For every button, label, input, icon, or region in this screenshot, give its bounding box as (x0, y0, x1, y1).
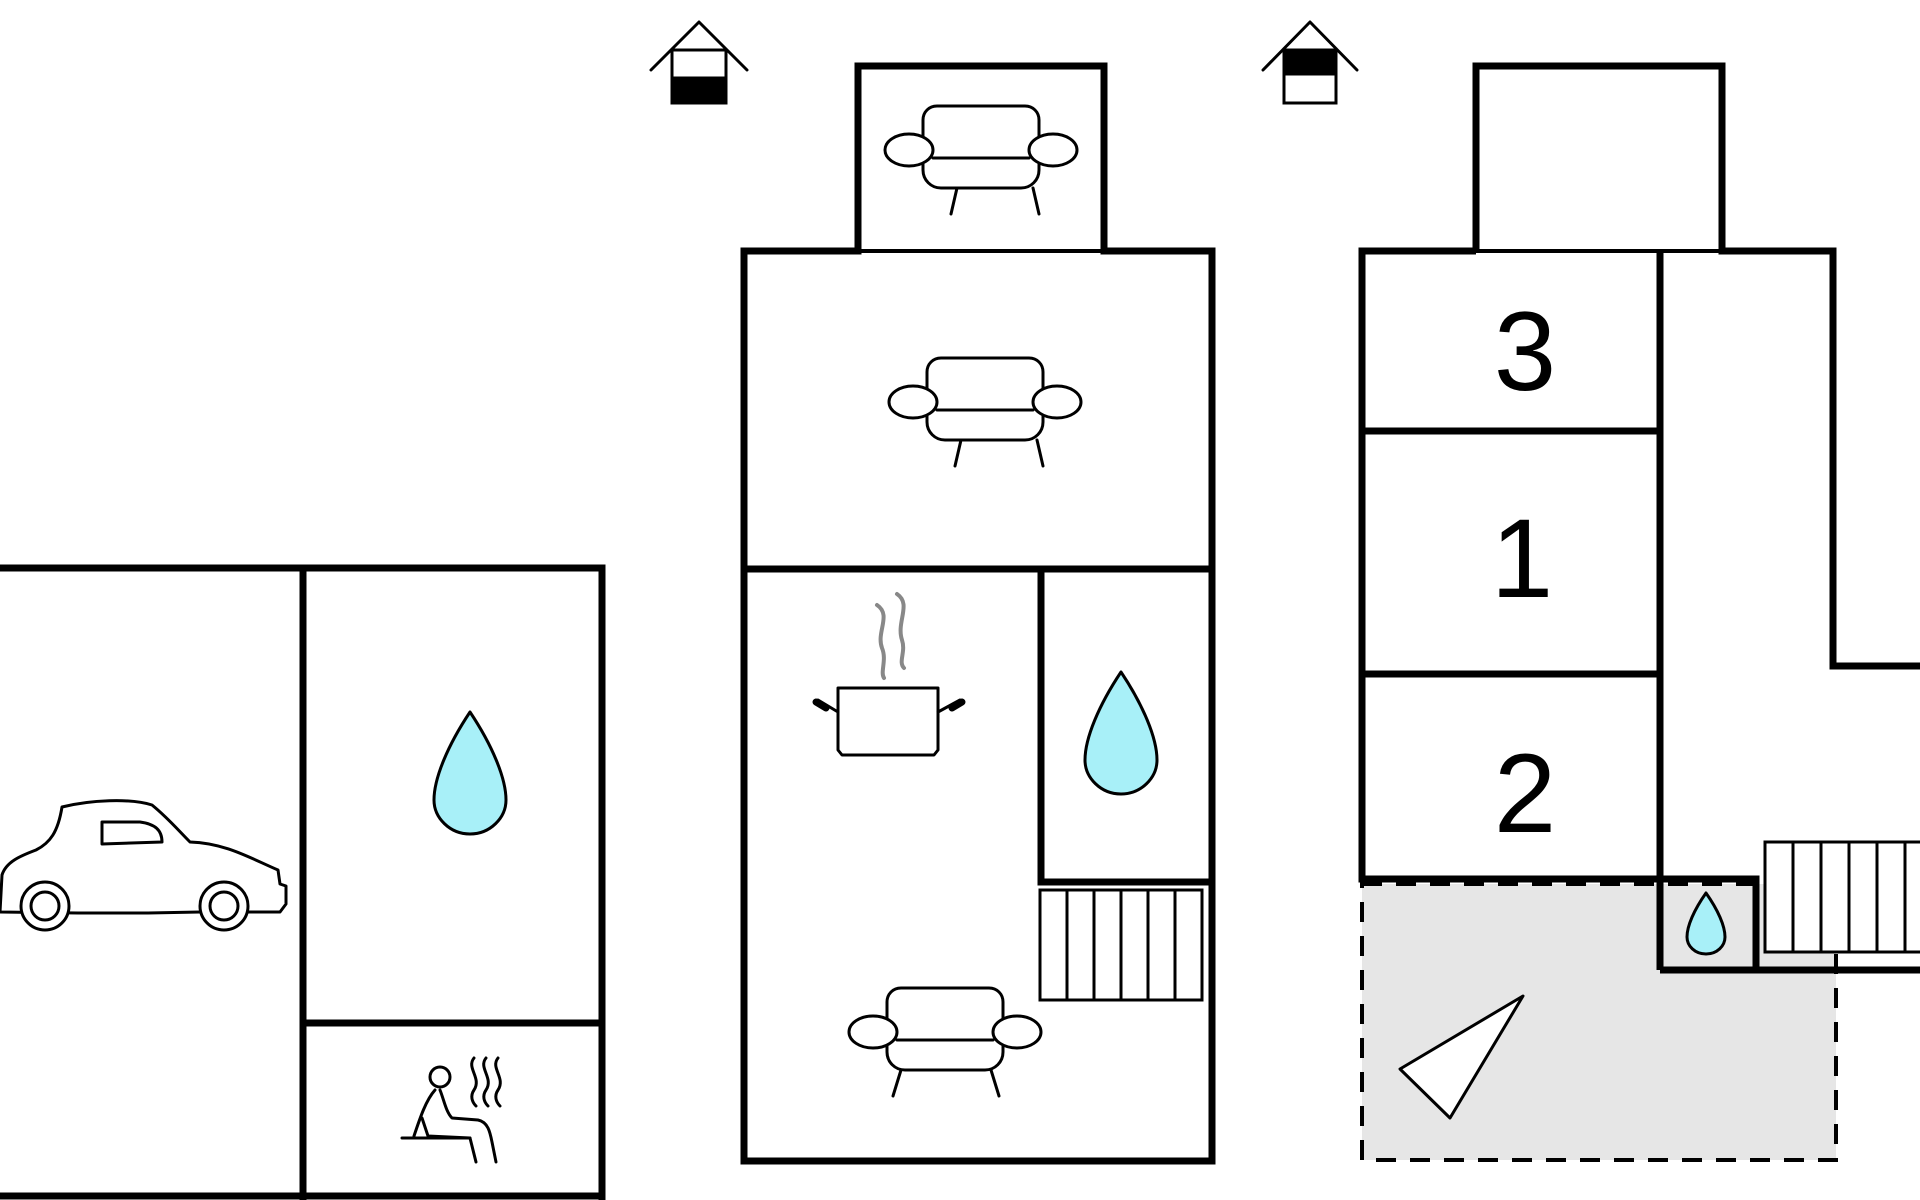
cooking-pot-icon (812, 592, 966, 757)
outbuilding (0, 564, 606, 1200)
water-drop-icon (432, 710, 508, 836)
floor-level-icon (649, 20, 749, 105)
upper-floor-left-walls (1358, 247, 1663, 883)
terrace-outline (1360, 882, 1838, 1162)
sofa-icon (847, 986, 1043, 1098)
car-icon (0, 799, 288, 932)
sofa-icon (887, 356, 1083, 468)
room-number-2: 2 (1494, 731, 1556, 856)
floor-level-icon (1261, 20, 1359, 105)
room-number-3: 3 (1494, 289, 1556, 414)
water-drop-icon (1083, 670, 1159, 796)
bathroom-walls (1037, 569, 1212, 886)
sauna-icon (400, 1056, 502, 1164)
toilet-walls (1660, 875, 1760, 974)
outbuilding-walls (0, 564, 606, 1200)
upper-floor: 3 1 2 (1261, 20, 1920, 1162)
north-arrow-icon (1398, 994, 1525, 1120)
ground-floor-outer-walls (740, 62, 1216, 1165)
sofa-icon (883, 104, 1079, 216)
water-drop-icon (1685, 891, 1727, 956)
stairs-icon (1763, 840, 1920, 954)
stairs-icon (1038, 888, 1204, 1002)
room-number-1: 1 (1491, 496, 1553, 621)
ground-floor (649, 20, 1216, 1165)
